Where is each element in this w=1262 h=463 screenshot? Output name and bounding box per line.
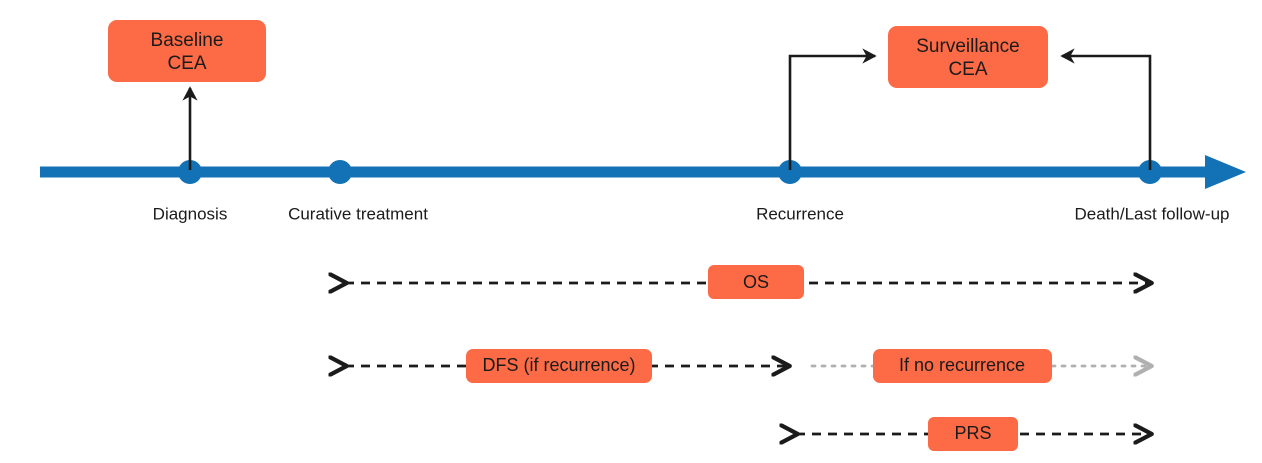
event-dot-death-last-followup[interactable] [1138, 160, 1162, 184]
event-dot-recurrence[interactable] [778, 160, 802, 184]
interval-prs-label: PRS [954, 423, 991, 443]
interval-os: OS [345, 265, 1150, 299]
event-label-diagnosis: Diagnosis [153, 204, 228, 223]
event-label-death-last-followup: Death/Last follow-up [1075, 204, 1230, 223]
interval-if-no-recurrence-pill [873, 349, 1052, 383]
box-surveillance-cea-line2: CEA [948, 59, 987, 80]
interval-if-no-recurrence-label: If no recurrence [899, 355, 1025, 375]
connector-death-to-surveillance-cea [1060, 48, 1152, 170]
connector-recurrence-to-surveillance-cea [788, 48, 877, 170]
interval-os-label: OS [743, 272, 769, 292]
interval-dfs: DFS (if recurrence) [345, 349, 788, 383]
box-baseline-cea-bg [108, 20, 266, 82]
box-surveillance-cea[interactable]: Surveillance CEA [888, 26, 1048, 88]
event-dot-diagnosis[interactable] [178, 160, 202, 184]
box-surveillance-cea-line1: Surveillance [916, 36, 1020, 57]
box-baseline-cea-line1: Baseline [151, 30, 224, 51]
event-dot-curative-treatment[interactable] [328, 160, 352, 184]
box-surveillance-cea-bg [888, 26, 1048, 88]
interval-dfs-label: DFS (if recurrence) [482, 355, 635, 375]
interval-prs-pill [928, 417, 1018, 451]
box-baseline-cea[interactable]: Baseline CEA [108, 20, 266, 82]
interval-dfs-pill [466, 349, 652, 383]
event-label-curative-treatment: Curative treatment [288, 204, 428, 223]
interval-if-no-recurrence: If no recurrence [810, 349, 1150, 383]
interval-os-pill [708, 265, 804, 299]
interval-prs: PRS [796, 417, 1150, 451]
box-baseline-cea-line2: CEA [167, 53, 206, 74]
timeline-arrowhead-icon [1205, 155, 1246, 189]
timeline-event-markers [178, 160, 1162, 184]
event-label-recurrence: Recurrence [756, 204, 844, 223]
timeline-axis [40, 155, 1246, 189]
